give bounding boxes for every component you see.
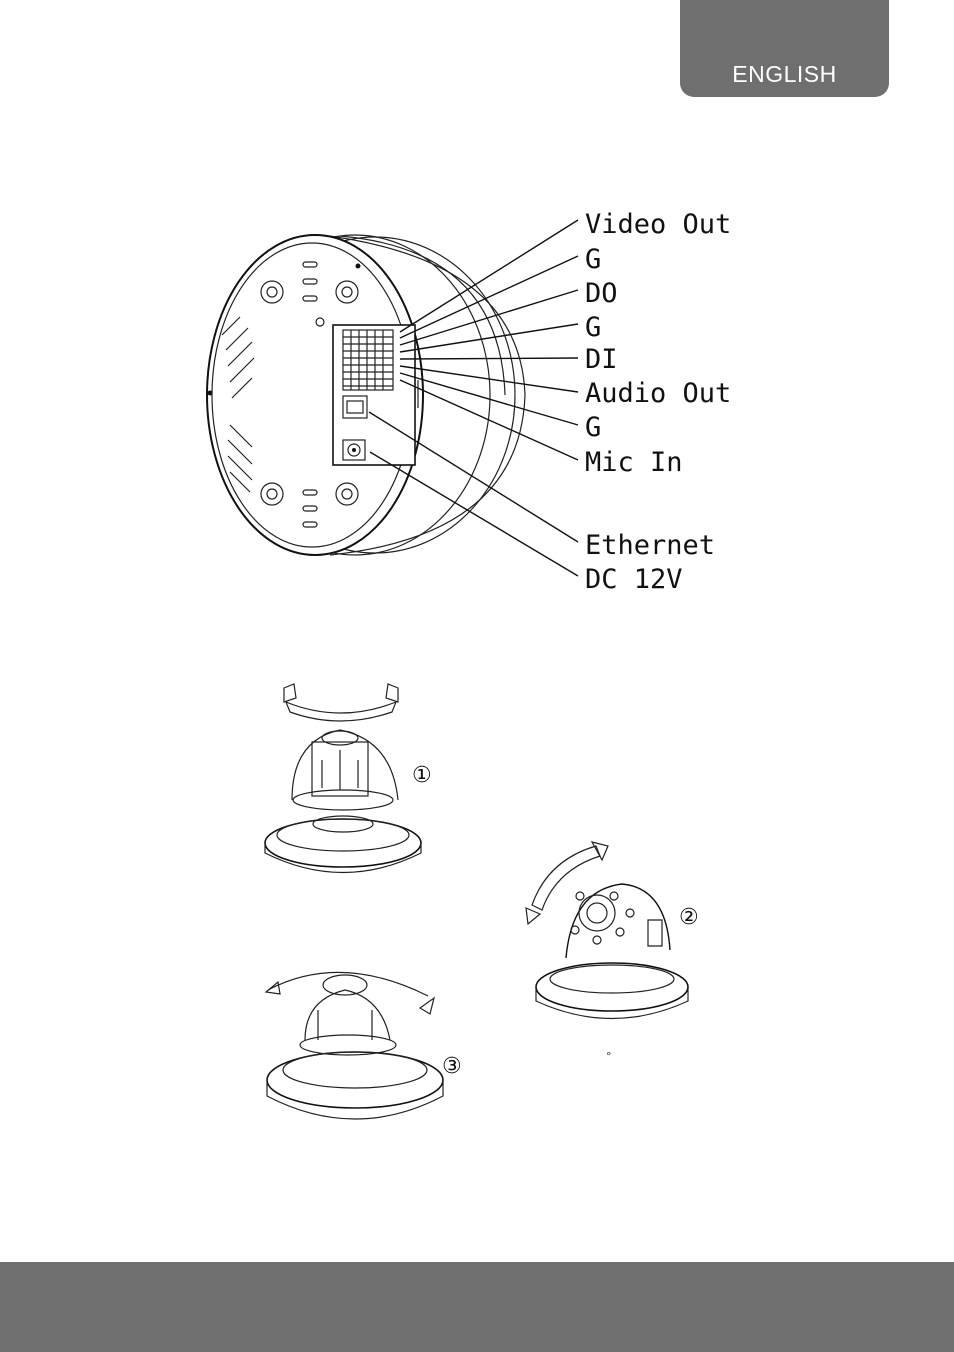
footer-bar — [0, 1262, 954, 1352]
language-tab: ENGLISH — [680, 0, 889, 97]
step2-illustration — [525, 841, 689, 1019]
label-ground-2: G — [585, 312, 601, 343]
degree-mark: ° — [606, 1050, 612, 1063]
label-audio-out: Audio Out — [585, 378, 731, 409]
leader-lines — [368, 219, 579, 577]
label-digital-out: DO — [585, 278, 618, 309]
step2-number: ② — [679, 905, 699, 930]
camera-back-illustration — [206, 234, 526, 556]
connector-labels: Video Out G DO G DI Audio Out G Mic In E… — [585, 209, 731, 595]
step3-illustration — [264, 971, 444, 1120]
label-ethernet: Ethernet — [585, 530, 715, 561]
step1-illustration — [264, 683, 422, 873]
label-ground-3: G — [585, 412, 601, 443]
step1-number: ① — [412, 763, 432, 788]
label-digital-in: DI — [585, 344, 618, 375]
language-tab-label: ENGLISH — [732, 61, 837, 87]
label-video-out: Video Out — [585, 209, 731, 240]
label-ground-1: G — [585, 244, 601, 275]
label-dc-12v: DC 12V — [585, 564, 683, 595]
label-mic-in: Mic In — [585, 447, 683, 478]
step3-number: ③ — [442, 1054, 462, 1079]
